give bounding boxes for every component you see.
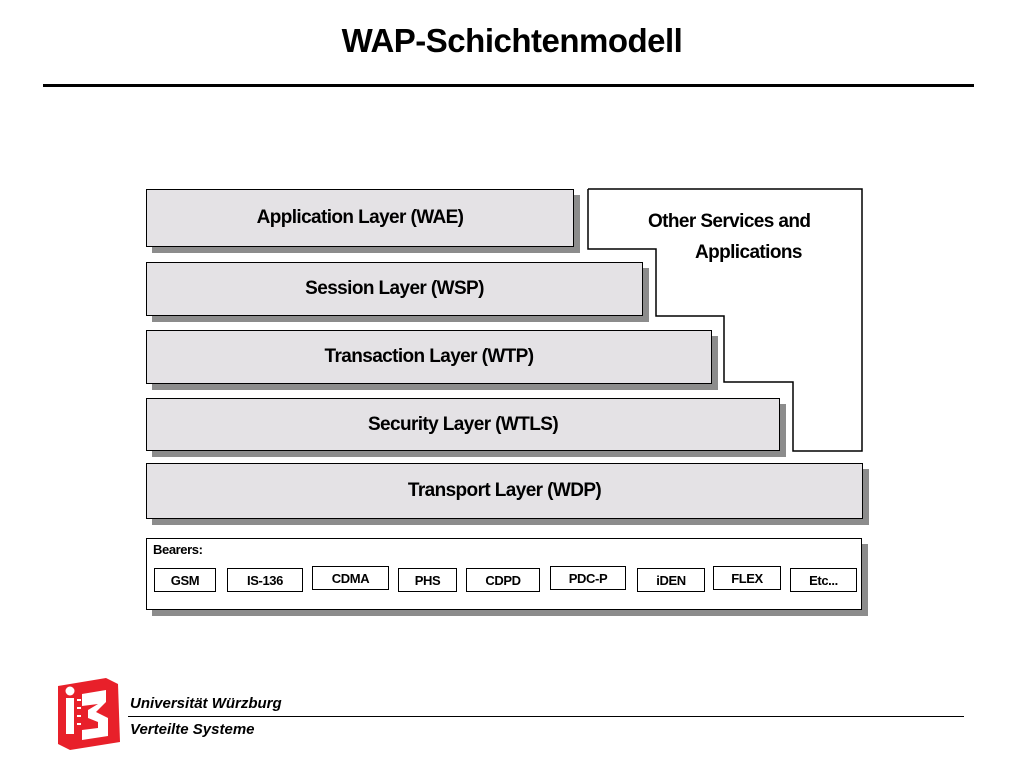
footer-department: Verteilte Systeme — [130, 721, 255, 738]
bearer-is-136: IS-136 — [227, 568, 303, 592]
transaction-layer-box: Transaction Layer (WTP) — [146, 330, 712, 384]
i3-logo — [58, 678, 120, 750]
session-layer-label: Session Layer (WSP) — [305, 278, 484, 299]
bearers-box: Bearers: GSM IS-136 CDMA PHS CDPD PDC-P … — [146, 538, 862, 610]
transport-layer-box: Transport Layer (WDP) — [146, 463, 863, 519]
transport-layer-label: Transport Layer (WDP) — [407, 480, 602, 501]
bearer-cdpd: CDPD — [466, 568, 540, 592]
bearer-cdma: CDMA — [312, 566, 389, 590]
bearers-label: Bearers: — [153, 542, 203, 557]
bearer-etc: Etc... — [790, 568, 857, 592]
other-services-label: Other Services and Applications — [610, 206, 870, 268]
session-layer-box: Session Layer (WSP) — [146, 262, 643, 316]
title-divider — [43, 84, 974, 87]
security-layer-box: Security Layer (WTLS) — [146, 398, 780, 451]
bearer-gsm: GSM — [154, 568, 216, 592]
application-layer-box: Application Layer (WAE) — [146, 189, 574, 247]
footer-university: Universität Würzburg — [130, 695, 282, 712]
page-title: WAP-Schichtenmodell — [341, 22, 683, 59]
bearer-iden: iDEN — [637, 568, 705, 592]
bearer-phs: PHS — [398, 568, 457, 592]
security-layer-label: Security Layer (WTLS) — [367, 413, 559, 435]
footer-divider — [128, 716, 964, 717]
other-services-line2: Applications — [695, 242, 802, 263]
bearer-flex: FLEX — [713, 566, 781, 590]
application-layer-label: Application Layer (WAE) — [256, 207, 464, 228]
other-services-line1: Other Services and — [648, 211, 811, 232]
transaction-layer-label: Transaction Layer (WTP) — [324, 346, 535, 367]
bearer-pdc-p: PDC-P — [550, 566, 626, 590]
